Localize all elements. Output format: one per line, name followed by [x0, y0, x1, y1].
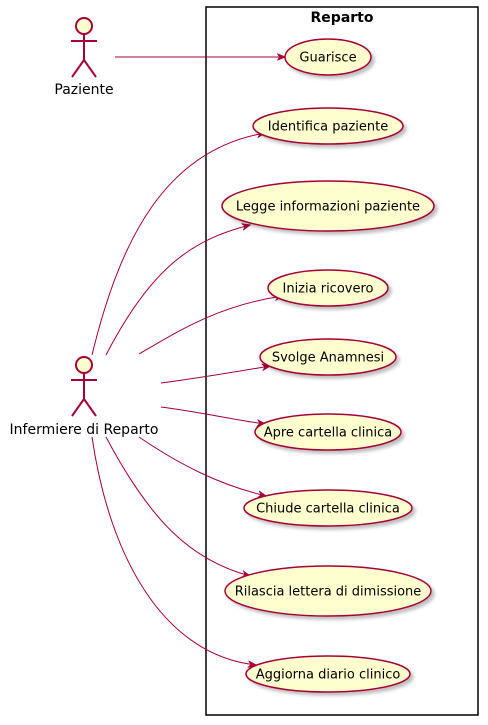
use-case-label: Guarisce: [299, 51, 356, 66]
use-case-label: Aggiorna diario clinico: [256, 668, 401, 683]
use-case-label: Identifica paziente: [268, 120, 388, 135]
use-case-ellipse: [254, 413, 402, 451]
stick-figure-icon: [71, 17, 97, 78]
use-case-uc7[interactable]: Chiude cartella clinica: [243, 489, 413, 527]
use-case-uc9[interactable]: Aggiorna diario clinico: [245, 655, 411, 693]
association-infermiere-uc4: [138, 296, 283, 355]
use-case-uc5[interactable]: Svolge Anamnesi: [259, 338, 397, 376]
use-case-uc3[interactable]: Legge informazioni paziente: [221, 180, 435, 232]
use-case-uc8[interactable]: Rilascia lettera di dimissione: [224, 565, 432, 617]
use-case-ellipse: [284, 38, 372, 76]
use-case-label: Inizia ricovero: [283, 282, 374, 297]
actor-paziente[interactable]: Paziente: [54, 17, 114, 98]
association-infermiere-uc3: [105, 225, 250, 356]
use-case-ellipse: [259, 338, 397, 376]
use-case-uc6[interactable]: Apre cartella clinica: [254, 413, 402, 451]
association-infermiere-uc2: [91, 133, 265, 356]
system-title: Reparto: [311, 10, 374, 26]
association-infermiere-uc5: [160, 366, 270, 384]
use-case-ellipse: [221, 180, 435, 232]
use-case-ellipse: [267, 269, 389, 307]
actor-label: Paziente: [54, 82, 113, 98]
association-infermiere-uc7: [138, 436, 266, 496]
use-case-label: Rilascia lettera di dimissione: [235, 585, 422, 600]
stick-figure-icon: [71, 356, 97, 417]
use-case-uc1[interactable]: Guarisce: [284, 38, 372, 76]
use-case-label: Apre cartella clinica: [264, 426, 393, 441]
actor-infermiere[interactable]: Infermiere di Reparto: [10, 356, 159, 438]
use-case-uc4[interactable]: Inizia ricovero: [267, 269, 389, 307]
association-infermiere-uc9: [91, 436, 256, 665]
use-case-ellipse: [245, 655, 411, 693]
association-infermiere-uc6: [160, 406, 265, 424]
use-case-label: Legge informazioni paziente: [236, 200, 420, 215]
use-case-label: Svolge Anamnesi: [272, 351, 384, 366]
association-infermiere-uc8: [105, 436, 250, 576]
use-case-ellipse: [243, 489, 413, 527]
use-case-ellipse: [224, 565, 432, 617]
use-case-uc2[interactable]: Identifica paziente: [252, 107, 404, 145]
use-case-label: Chiude cartella clinica: [256, 502, 400, 517]
associations: [91, 57, 285, 665]
actor-label: Infermiere di Reparto: [10, 422, 159, 438]
use-case-ellipse: [252, 107, 404, 145]
